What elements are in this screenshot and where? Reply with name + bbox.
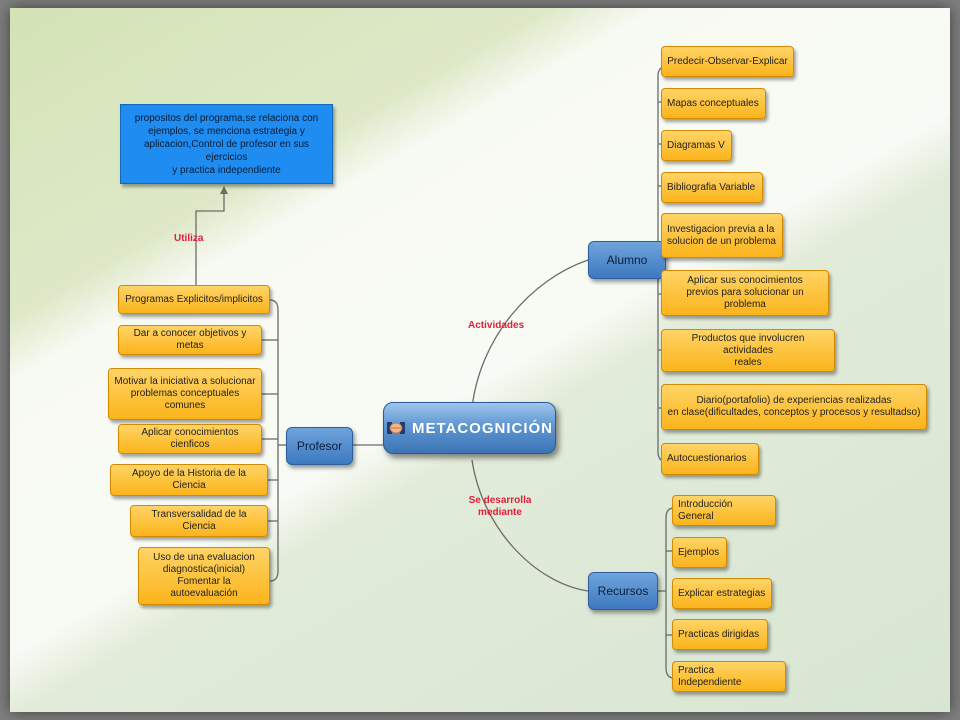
- profesor-item[interactable]: Apoyo de la Historia de la Ciencia: [110, 464, 268, 496]
- profesor-item[interactable]: Transversalidad de la Ciencia: [130, 505, 268, 537]
- label-line: mediante: [478, 507, 522, 518]
- item-line: Aplicar sus conocimientos: [687, 275, 803, 286]
- item-line: Introducción General: [678, 498, 733, 522]
- profesor-item[interactable]: Dar a conocer objetivos y metas: [118, 325, 262, 355]
- alumno-item[interactable]: Productos que involucren actividades rea…: [661, 329, 835, 372]
- alumno-item[interactable]: Mapas conceptuales: [661, 88, 766, 119]
- item-line: Diario(portafolio) de experiencias reali…: [696, 395, 892, 406]
- center-title: METACOGNICIÓN: [411, 419, 554, 437]
- branch-profesor[interactable]: Profesor: [286, 427, 353, 465]
- handshake-icon: [386, 419, 406, 437]
- branch-recursos[interactable]: Recursos: [588, 572, 658, 610]
- item-line: reales: [734, 356, 762, 368]
- alumno-item[interactable]: Autocuestionarios: [661, 443, 759, 475]
- item-line: Programas Explicitos/implicitos: [125, 293, 263, 305]
- item-line: Fomentar la autoevaluación: [170, 576, 238, 599]
- item-line: Dar a conocer objetivos y metas: [133, 328, 247, 351]
- label-actividades: Actividades: [468, 320, 525, 331]
- item-line: Aplicar conocimientos cienficos: [141, 427, 239, 450]
- item-line: Mapas conceptuales: [667, 97, 759, 109]
- item-line: Uso de una evaluacion: [153, 552, 255, 563]
- center-node[interactable]: METACOGNICIÓN: [383, 402, 556, 454]
- alumno-item[interactable]: Aplicar sus conocimientos previos para s…: [661, 270, 829, 316]
- label-line: Se desarrolla: [468, 495, 532, 506]
- alumno-item[interactable]: Diagramas V: [661, 130, 732, 161]
- item-line: Practicas dirigidas: [678, 628, 760, 640]
- item-line: Predecir-Observar-Explicar: [667, 55, 788, 67]
- item-line: Transversalidad de la Ciencia: [151, 509, 247, 532]
- mind-map-canvas: propositos del programa,se relaciona con…: [10, 8, 950, 712]
- item-line: problemas conceptuales comunes: [130, 388, 240, 411]
- item-line: Motivar la iniciativa a solucionar: [114, 376, 256, 387]
- recursos-item[interactable]: Introducción General: [672, 495, 776, 526]
- profesor-item[interactable]: Programas Explicitos/implicitos: [118, 285, 270, 314]
- branch-alumno[interactable]: Alumno: [588, 241, 666, 279]
- profesor-item[interactable]: Aplicar conocimientos cienficos: [118, 424, 262, 454]
- item-line: Apoyo de la Historia de la Ciencia: [132, 468, 246, 491]
- note-box: propositos del programa,se relaciona con…: [120, 104, 333, 184]
- recursos-item[interactable]: Practicas dirigidas: [672, 619, 768, 650]
- label-utiliza: Utiliza: [174, 233, 204, 244]
- item-line: Practica Independiente: [678, 664, 742, 688]
- item-line: Explicar estrategias: [678, 587, 766, 599]
- note-line: propositos del programa,se relaciona con: [134, 112, 319, 124]
- alumno-item[interactable]: Bibliografia Variable: [661, 172, 763, 203]
- recursos-item[interactable]: Explicar estrategias: [672, 578, 772, 609]
- item-line: Ejemplos: [678, 546, 720, 558]
- profesor-item[interactable]: Uso de una evaluacion diagnostica(inicia…: [138, 547, 270, 605]
- recursos-item[interactable]: Practica Independiente: [672, 661, 786, 692]
- alumno-item[interactable]: Predecir-Observar-Explicar: [661, 46, 794, 77]
- item-line: previos para solucionar un problema: [686, 287, 804, 310]
- profesor-item[interactable]: Motivar la iniciativa a solucionar probl…: [108, 368, 262, 420]
- item-line: en clase(dificultades, conceptos y proce…: [667, 407, 921, 418]
- item-line: diagnostica(inicial): [162, 564, 246, 575]
- note-line: aplicacion,Control de profesor en sus ej…: [143, 138, 310, 163]
- note-line: ejemplos, se menciona estrategia y: [148, 125, 305, 137]
- item-line: Autocuestionarios: [667, 453, 747, 464]
- label-se-desarrolla: Se desarrolla mediante: [465, 495, 535, 519]
- item-line: Productos que involucren actividades: [691, 332, 805, 356]
- item-line: Investigacion previa a la: [667, 223, 775, 235]
- item-line: solucion de un problema: [667, 235, 776, 247]
- alumno-item[interactable]: Investigacion previa a la solucion de un…: [661, 213, 783, 258]
- recursos-item[interactable]: Ejemplos: [672, 537, 727, 568]
- note-line: y practica independiente: [172, 164, 281, 176]
- item-line: Bibliografia Variable: [667, 181, 756, 193]
- alumno-item[interactable]: Diario(portafolio) de experiencias reali…: [661, 384, 927, 430]
- item-line: Diagramas V: [667, 139, 725, 151]
